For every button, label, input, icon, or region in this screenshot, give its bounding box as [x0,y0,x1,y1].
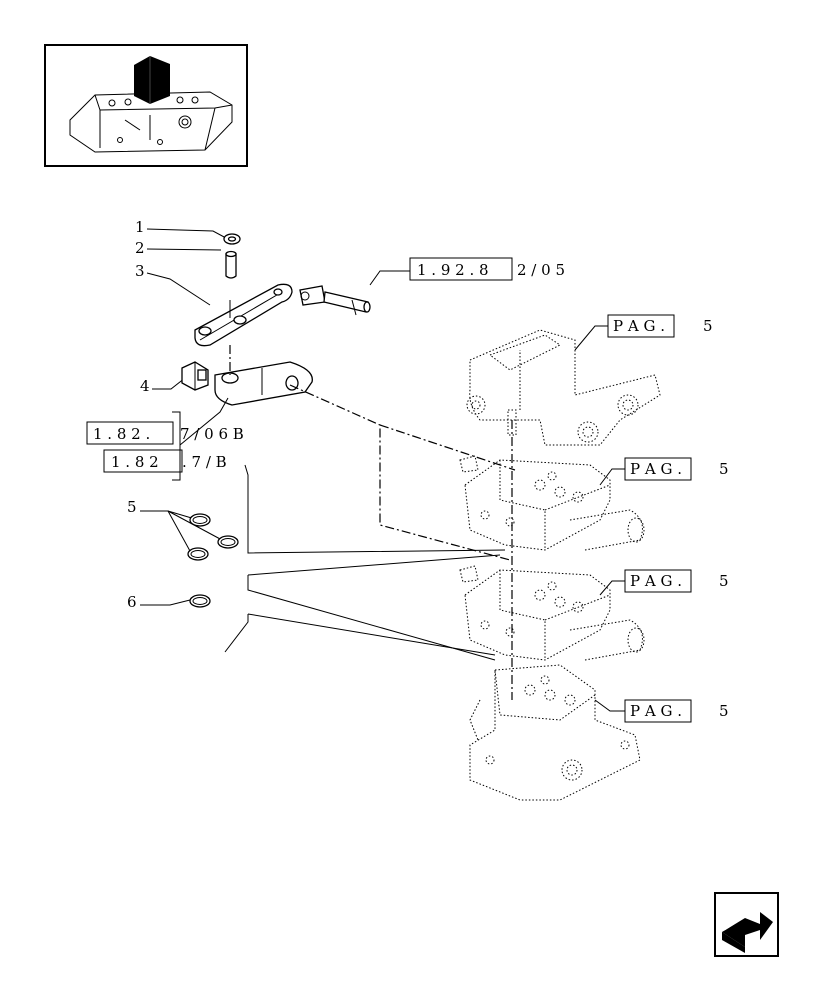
pag-3-boxed: P A G . [630,572,682,590]
callout-6: 6 [127,593,137,611]
callout-2: 2 [135,239,145,257]
pin-part [225,250,237,279]
ref-top-boxed: 1 . 9 2 . 8 [417,261,489,279]
pag-2-tail: 5 [719,460,729,478]
valve-cover-part [466,329,661,446]
ref-left-a-boxed: 1 . 8 2 . [93,425,150,443]
ref-left-a-tail: 7 / 0 6 B [180,425,244,443]
pag-3-tail: 5 [719,572,729,590]
bracket-part [181,361,209,391]
pag-4-boxed: P A G . [630,702,682,720]
o-ring-single-part [189,594,211,608]
o-ring-parts [187,513,239,561]
link-rod-part [299,285,371,316]
lever-arm-part [194,283,293,347]
pag-4-tail: 5 [719,702,729,720]
base-housing-part [469,664,641,801]
ref-left-b-tail: . 7 / B [182,453,227,471]
pag-2-boxed: P A G . [630,460,682,478]
crank-lever-part [214,361,313,406]
callout-5: 5 [127,498,137,516]
callout-1: 1 [135,218,145,236]
callout-4: 4 [140,377,150,395]
valve-section-upper-part [459,455,645,551]
thumbnail-icon[interactable] [44,44,248,167]
pag-1-tail: 5 [703,317,713,335]
ref-left-b-boxed: 1 . 8 2 [111,453,159,471]
valve-section-lower-part [459,565,645,661]
pag-1-boxed: P A G . [613,317,665,335]
snap-ring-part [223,233,241,245]
ref-top-tail: 2 / 0 5 [517,261,565,279]
next-page-arrow-icon[interactable] [714,892,779,957]
callout-3: 3 [135,262,145,280]
